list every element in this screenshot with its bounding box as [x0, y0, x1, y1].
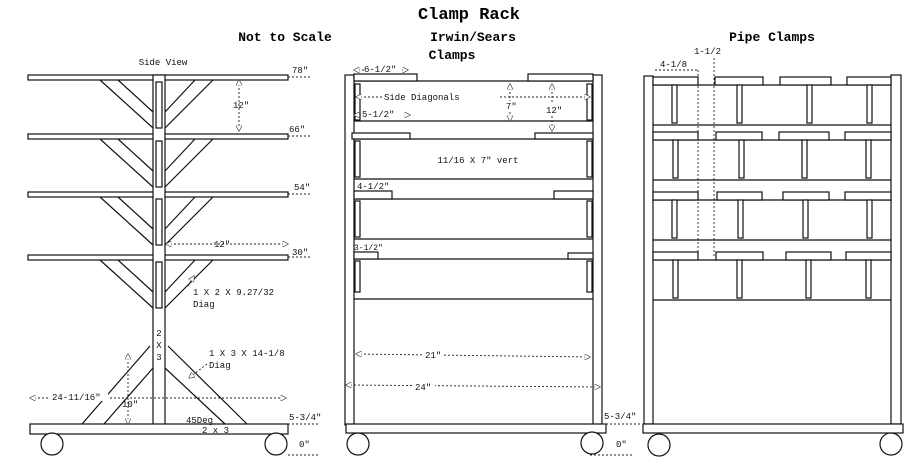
level-5-3-4: 5-3/4"	[289, 413, 321, 423]
dim-4-1-2: 4-1/2"	[357, 182, 389, 192]
irwin-left-upright	[344, 74, 355, 426]
irwin-title-line1: Irwin/Sears	[430, 30, 516, 45]
scale-note: Not to Scale	[238, 30, 332, 45]
pipe-right-upright	[890, 74, 902, 425]
level-0: 0"	[299, 440, 310, 450]
dim-base-height: 10"	[122, 400, 138, 410]
diag-large-label: Diag	[209, 361, 231, 371]
diag-small-spec: 1 X 2 X 9.27/32	[193, 288, 274, 298]
irwin-front-view: 6-1/2" Side Diagonals 7" 12" 5-1/2" 11/1…	[344, 63, 640, 456]
caster-right	[264, 432, 288, 456]
level-54: 54"	[294, 183, 310, 193]
dim-12-vertical: 12"	[233, 101, 249, 111]
side-view-label: Side View	[139, 58, 188, 68]
dim-7: 7"	[506, 102, 517, 112]
irwin-caster-right	[580, 431, 604, 455]
dim-3-1-2: 3-1/2"	[354, 244, 383, 253]
pipe-caster-left	[647, 433, 671, 457]
pipe-left-upright	[643, 75, 654, 425]
dim-12-irwin: 12"	[546, 106, 562, 116]
angle-label: 45Deg	[186, 416, 213, 426]
irwin-base	[345, 423, 607, 434]
upright-label-3: 3	[156, 353, 161, 363]
upright-label-2: X	[156, 341, 162, 351]
side-view: Side View	[27, 58, 321, 456]
dim-base-width: 24-11/16"	[52, 393, 101, 403]
level-30: 30"	[292, 248, 308, 258]
pipe-caster-right	[879, 432, 903, 456]
base-member-label: 2 x 3	[202, 426, 229, 436]
irwin-title-line2: Clamps	[429, 48, 476, 63]
level-78: 78"	[292, 66, 308, 76]
pipe-base	[642, 423, 904, 434]
dim-4-1-8: 4-1/8	[660, 60, 687, 70]
diag-small-label: Diag	[193, 300, 215, 310]
page-title: Clamp Rack	[418, 6, 520, 25]
diag-large-spec: 1 X 3 X 14-1/8	[209, 349, 285, 359]
vert-note: 11/16 X 7" vert	[437, 156, 518, 166]
irwin-right-upright	[592, 74, 603, 426]
level-66: 66"	[289, 125, 305, 135]
shelf-braces	[99, 79, 214, 309]
base-member	[29, 423, 289, 435]
base-frame	[29, 345, 289, 456]
pipe-title: Pipe Clamps	[729, 30, 815, 45]
caster-left	[40, 432, 64, 456]
irwin-caster-left	[346, 432, 370, 456]
dim-24: 24"	[415, 383, 431, 393]
dim-12-arm: 12"	[214, 240, 230, 250]
dim-1-1-2: 1-1/2	[694, 47, 721, 57]
irwin-level-5-3-4: 5-3/4"	[604, 412, 636, 422]
irwin-level-0: 0"	[616, 440, 627, 450]
dim-6-1-2: 6-1/2"	[364, 65, 396, 75]
pipe-front-view: 4-1/8 1-1/2	[642, 47, 904, 457]
side-diagonals-label: Side Diagonals	[384, 93, 460, 103]
dim-5-1-2: 5-1/2"	[362, 110, 394, 120]
upright-label-1: 2	[156, 329, 161, 339]
dim-21: 21"	[425, 351, 441, 361]
